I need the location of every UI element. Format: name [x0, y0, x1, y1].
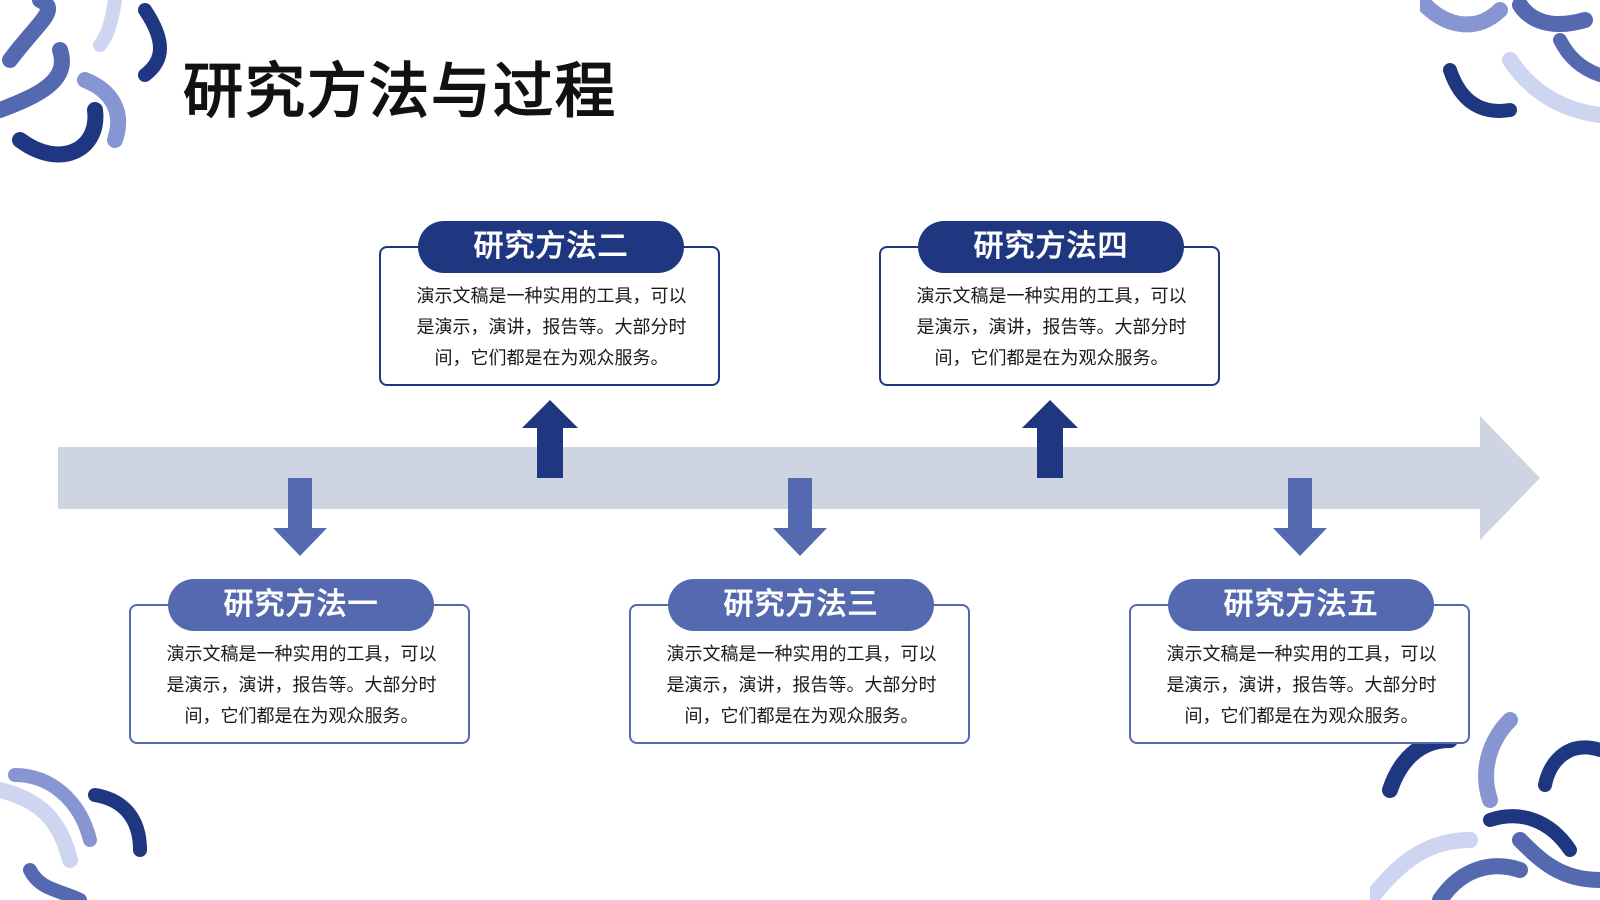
step-card-5: 研究方法五 演示文稿是一种实用的工具，可以 是演示，演讲，报告等。大部分时 间，…: [1129, 579, 1472, 744]
decoration-top-left: [0, 0, 167, 163]
step-text-4-line-1: 演示文稿是一种实用的工具，可以: [916, 286, 1187, 307]
step-text-3: 演示文稿是一种实用的工具，可以 是演示，演讲，报告等。大部分时 间，它们都是在为…: [631, 639, 972, 732]
page-title: 研究方法与过程: [183, 57, 617, 127]
step-card-2: 研究方法二 演示文稿是一种实用的工具，可以 是演示，演讲，报告等。大部分时 间，…: [379, 221, 722, 386]
step-text-1-line-3: 间，它们都是在为观众服务。: [184, 706, 419, 727]
step-text-2-line-3: 间，它们都是在为观众服务。: [434, 348, 669, 369]
step-text-2-line-1: 演示文稿是一种实用的工具，可以: [416, 286, 687, 307]
step-text-1: 演示文稿是一种实用的工具，可以 是演示，演讲，报告等。大部分时 间，它们都是在为…: [131, 639, 472, 732]
arrow-down-5: [1273, 478, 1327, 556]
step-text-3-line-3: 间，它们都是在为观众服务。: [684, 706, 919, 727]
step-card-1: 研究方法一 演示文稿是一种实用的工具，可以 是演示，演讲，报告等。大部分时 间，…: [129, 579, 472, 744]
step-text-2: 演示文稿是一种实用的工具，可以 是演示，演讲，报告等。大部分时 间，它们都是在为…: [381, 281, 722, 374]
step-text-4-line-3: 间，它们都是在为观众服务。: [934, 348, 1169, 369]
step-heading-2: 研究方法二: [418, 221, 684, 273]
step-text-2-line-2: 是演示，演讲，报告等。大部分时: [416, 317, 687, 338]
arrow-down-3: [773, 478, 827, 556]
step-heading-4: 研究方法四: [918, 221, 1184, 273]
arrow-up-4: [1022, 400, 1078, 478]
decoration-bottom-right: [1370, 712, 1600, 900]
step-heading-3: 研究方法三: [668, 579, 934, 631]
step-card-4: 研究方法四 演示文稿是一种实用的工具，可以 是演示，演讲，报告等。大部分时 间，…: [879, 221, 1222, 386]
decoration-bottom-left: [0, 768, 147, 900]
step-text-4-line-2: 是演示，演讲，报告等。大部分时: [916, 317, 1187, 338]
step-text-5-line-2: 是演示，演讲，报告等。大部分时: [1166, 675, 1437, 696]
arrow-up-2: [522, 400, 578, 478]
step-text-3-line-1: 演示文稿是一种实用的工具，可以: [666, 644, 937, 665]
step-heading-5: 研究方法五: [1168, 579, 1434, 631]
decoration-top-right: [1420, 0, 1600, 123]
arrow-down-1: [273, 478, 327, 556]
step-text-5-line-1: 演示文稿是一种实用的工具，可以: [1166, 644, 1437, 665]
step-heading-1: 研究方法一: [168, 579, 434, 631]
step-text-5: 演示文稿是一种实用的工具，可以 是演示，演讲，报告等。大部分时 间，它们都是在为…: [1131, 639, 1472, 732]
step-text-1-line-1: 演示文稿是一种实用的工具，可以: [166, 644, 437, 665]
step-text-1-line-2: 是演示，演讲，报告等。大部分时: [166, 675, 437, 696]
step-card-3: 研究方法三 演示文稿是一种实用的工具，可以 是演示，演讲，报告等。大部分时 间，…: [629, 579, 972, 744]
step-text-4: 演示文稿是一种实用的工具，可以 是演示，演讲，报告等。大部分时 间，它们都是在为…: [881, 281, 1222, 374]
step-text-5-line-3: 间，它们都是在为观众服务。: [1184, 706, 1419, 727]
step-text-3-line-2: 是演示，演讲，报告等。大部分时: [666, 675, 937, 696]
